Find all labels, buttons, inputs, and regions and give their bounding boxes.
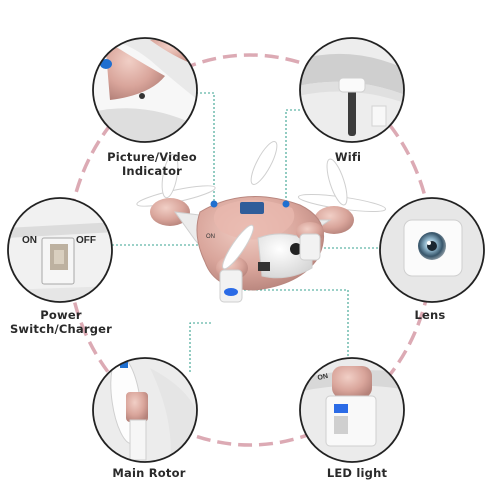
leader-wifi bbox=[285, 109, 300, 203]
drone-indicator-dot-right bbox=[282, 200, 290, 208]
leg-front-left bbox=[219, 269, 243, 303]
detail-led-light: ON bbox=[299, 357, 405, 463]
detail-wifi bbox=[299, 37, 405, 143]
led-on-text: ON bbox=[317, 373, 329, 382]
leg-front-right bbox=[299, 233, 321, 261]
drone-lens bbox=[290, 243, 302, 255]
label-lens: Lens bbox=[414, 308, 446, 322]
propeller-top bbox=[250, 141, 278, 185]
label-power-line1: Power bbox=[40, 308, 82, 322]
propeller-front-left bbox=[222, 224, 254, 270]
drone-top-shell bbox=[213, 200, 295, 240]
drone: ON bbox=[136, 141, 387, 303]
label-power-switch-charger: Power Switch/Charger bbox=[6, 308, 116, 336]
drone-indicator-dot-left bbox=[210, 200, 218, 208]
drone-usb-port bbox=[258, 262, 270, 271]
power-on-label: ON bbox=[22, 235, 37, 246]
leader-led bbox=[240, 289, 349, 362]
leader-rotor bbox=[189, 322, 212, 372]
drone-logo bbox=[240, 202, 264, 214]
led-front-left bbox=[224, 288, 238, 296]
power-off-label: OFF bbox=[76, 235, 96, 246]
label-picture-video-indicator: Picture/Video Indicator bbox=[92, 150, 212, 178]
drone-on-text: ON bbox=[206, 234, 215, 240]
label-led-light: LED light bbox=[326, 466, 388, 480]
leader-lines bbox=[112, 92, 382, 372]
label-picture-video-line2: Indicator bbox=[121, 164, 183, 178]
propeller-back-right-b bbox=[326, 158, 348, 206]
propeller-back-left-b bbox=[161, 153, 179, 199]
motor-back-right bbox=[314, 206, 354, 234]
label-picture-video-line1: Picture/Video bbox=[107, 150, 197, 164]
label-main-rotor: Main Rotor bbox=[112, 466, 186, 480]
detail-main-rotor bbox=[92, 357, 198, 463]
detail-lens bbox=[379, 197, 485, 303]
label-power-line2: Switch/Charger bbox=[9, 322, 113, 336]
label-wifi: Wifi bbox=[334, 150, 362, 164]
detail-power-switch: ON OFF bbox=[7, 197, 113, 303]
